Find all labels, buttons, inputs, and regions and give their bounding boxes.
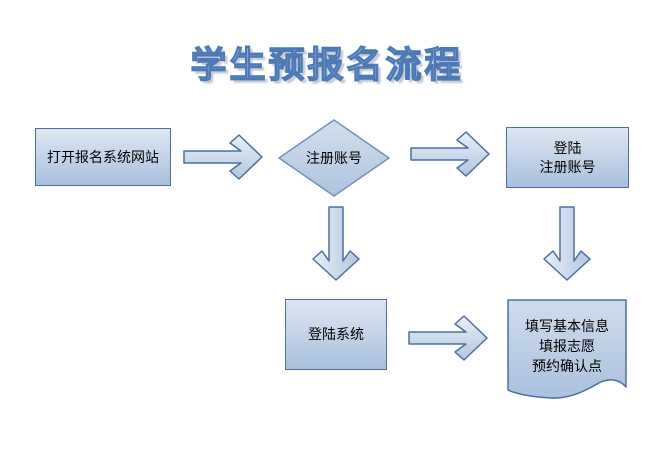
page-title-text: 学生预报名流程 (0, 36, 654, 88)
node-fill-info-line2: 填报志愿 (539, 338, 595, 354)
node-fill-info-line1: 填写基本信息 (525, 318, 609, 334)
page-title-shadow: 学生预报名流程 (3, 39, 654, 91)
node-login-system[interactable]: 登陆系统 (285, 299, 387, 370)
node-open-site[interactable]: 打开报名系统网站 (35, 128, 171, 186)
right-arrow-icon[interactable] (183, 134, 263, 180)
node-open-site-label: 打开报名系统网站 (47, 148, 159, 165)
page-title: 学生预报名流程 学生预报名流程 (0, 36, 654, 88)
down-arrow-icon[interactable] (309, 206, 363, 281)
node-fill-info-line3: 预约确认点 (532, 358, 602, 374)
node-login-register[interactable]: 登陆 注册账号 (506, 127, 629, 188)
node-login-system-label: 登陆系统 (308, 326, 364, 342)
node-fill-info-document[interactable]: 填写基本信息 填报志愿 预约确认点 (507, 299, 627, 400)
node-login-register-line2: 注册账号 (539, 158, 596, 175)
node-register-label: 注册账号 (306, 150, 362, 166)
node-login-register-line1: 登陆 (553, 139, 582, 156)
right-arrow-icon[interactable] (408, 315, 488, 361)
right-arrow-icon[interactable] (410, 131, 490, 177)
down-arrow-icon[interactable] (540, 206, 594, 281)
node-register-diamond[interactable]: 注册账号 (278, 119, 390, 197)
